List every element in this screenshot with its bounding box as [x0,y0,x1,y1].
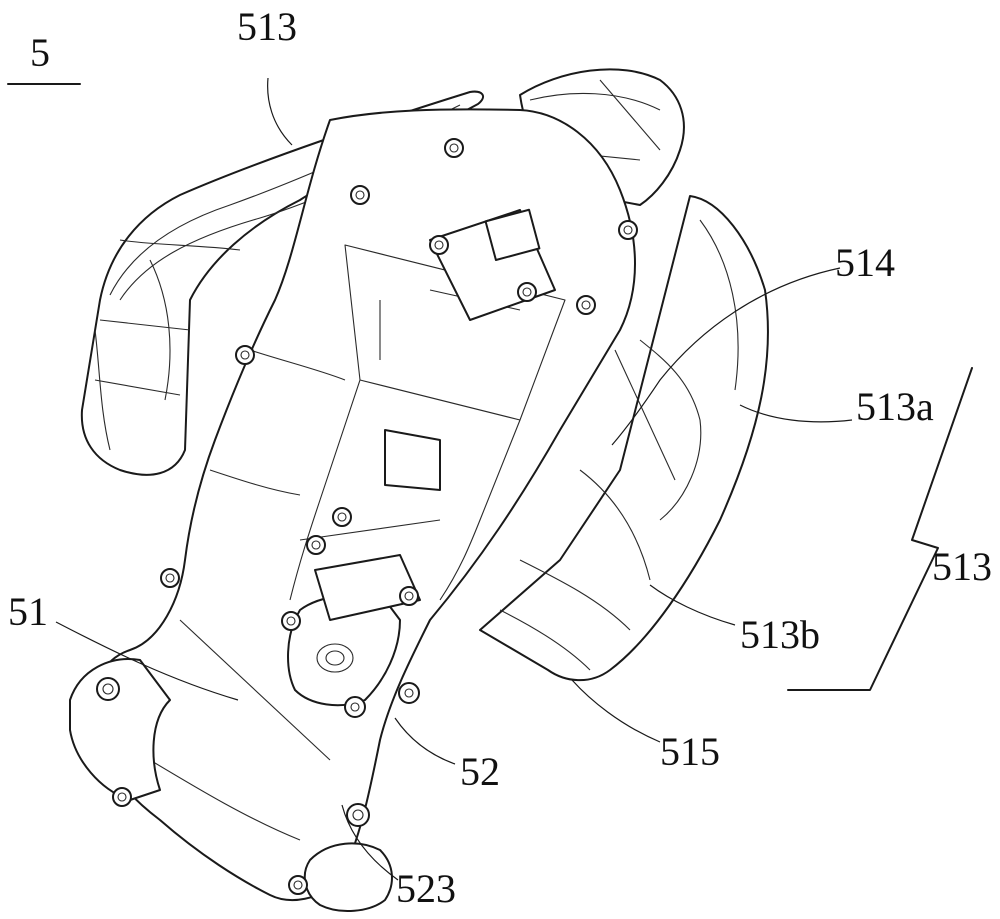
screw-icon [576,295,596,315]
screw-icon [96,677,120,701]
screw-icon [350,185,370,205]
label-523: 523 [396,866,456,911]
figure-number: 5 [30,30,50,75]
leader-52 [394,717,456,765]
screw-icon [112,787,132,807]
screw-icon [306,535,326,555]
screw-icon [332,507,352,527]
screw-icon [235,345,255,365]
bracket-513 [787,367,973,691]
center-module [287,429,441,707]
label-513-bracket: 513 [932,544,992,589]
screws [96,138,638,895]
screw-icon [444,138,464,158]
leader-51 [55,621,239,701]
label-513-top: 513 [237,4,297,49]
screw-icon [346,803,370,827]
leader-523 [341,804,399,881]
label-51: 51 [8,589,48,634]
leader-514 [611,267,841,446]
label-514: 514 [835,240,895,285]
leader-513-top [267,77,293,146]
leader-513b [649,584,736,626]
screw-icon [288,875,308,895]
label-513b: 513b [740,612,820,657]
screw-icon [618,220,638,240]
screw-icon [517,282,537,302]
leader-515 [571,679,661,743]
screw-icon [398,682,420,704]
lower-pod [69,658,393,912]
label-515: 515 [660,729,720,774]
leader-lines [55,77,853,881]
right-wing-cover [479,195,769,682]
screw-icon [160,568,180,588]
screw-icon [344,696,366,718]
screw-icon [429,235,449,255]
leader-513a [739,404,853,423]
label-52: 52 [460,749,500,794]
screw-icon [399,586,419,606]
screw-icon [281,611,301,631]
label-513a: 513a [856,384,934,429]
